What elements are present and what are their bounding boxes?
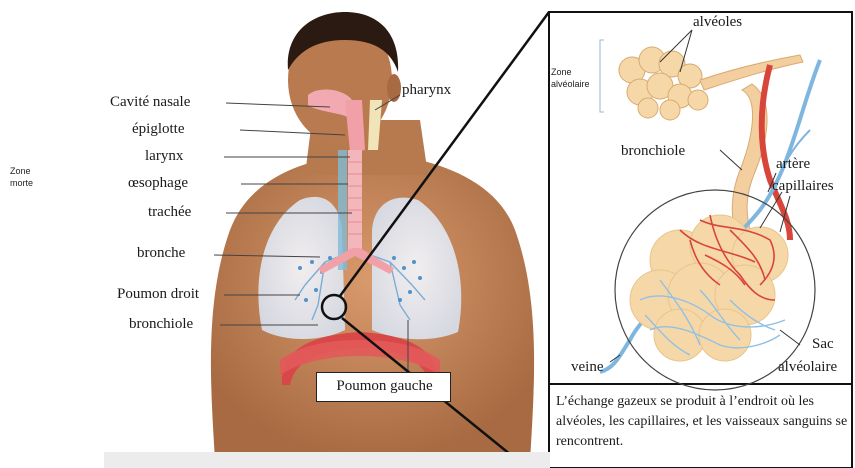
trachea-shape [348, 150, 362, 250]
label-trachee: trachée [148, 204, 191, 221]
label-inset-bronchiole: bronchiole [621, 143, 685, 160]
label-artere: artère [776, 156, 810, 173]
gas-exchange-caption: L’échange gazeux se produit à l’endroit … [556, 392, 848, 452]
label-alveolaire: alvéolaire [778, 359, 837, 376]
label-poumon-droit: Poumon droit [117, 286, 199, 303]
label-larynx: larynx [145, 148, 183, 165]
label-cavite-nasale: Cavité nasale [110, 94, 190, 111]
label-pharynx: pharynx [402, 82, 451, 99]
ear [387, 74, 401, 102]
label-veine: veine [571, 359, 603, 376]
label-epiglotte: épiglotte [132, 121, 185, 138]
label-alveoles: alvéoles [693, 14, 742, 31]
bottom-strip [104, 452, 550, 468]
label-capillaires: capillaires [772, 178, 834, 195]
zone-alveolaire-label: Zone alvéolaire [551, 66, 611, 90]
label-oesophage: œsophage [128, 175, 188, 192]
zone-morte-label: Zone morte [10, 165, 50, 189]
label-bronchiole: bronchiole [129, 316, 193, 333]
poumon-gauche-box: Poumon gauche [316, 372, 451, 402]
label-sac: Sac [812, 336, 834, 353]
label-bronche: bronche [137, 245, 185, 262]
label-poumon-gauche: Poumon gauche [317, 378, 452, 395]
